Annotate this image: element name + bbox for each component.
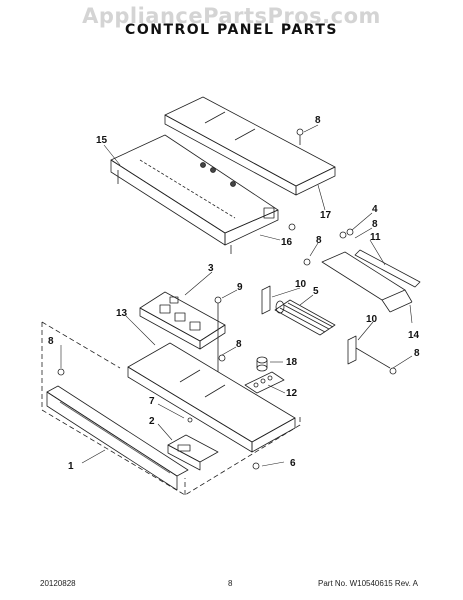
part-18-knob [256, 356, 268, 372]
part-17-top-cover [164, 96, 336, 196]
assembly-outline [41, 321, 301, 496]
callout-2: 2 [149, 416, 155, 427]
part-3-control-board [139, 291, 226, 350]
callout-8: 8 [48, 336, 54, 347]
callout-7: 7 [149, 396, 155, 407]
part-13-panel-base [127, 342, 296, 453]
callout-18: 18 [286, 357, 298, 368]
part-5-fan [274, 299, 336, 336]
callout-5: 5 [313, 286, 319, 297]
callout-17: 17 [320, 210, 332, 221]
part-10-bracket-upper [261, 285, 271, 315]
callout-11: 11 [370, 232, 381, 243]
part-15-16-panel-top [110, 134, 279, 254]
callout-8: 8 [315, 115, 321, 126]
part-11-rod [354, 249, 421, 288]
callout-15: 15 [96, 135, 108, 146]
part-10-bracket-lower [347, 335, 391, 369]
footer-date: 20120828 [40, 579, 76, 588]
page-title: CONTROL PANEL PARTS [125, 22, 338, 38]
callout-1: 1 [68, 461, 74, 472]
callout-labels: 15 8 17 4 8 8 16 11 3 9 10 5 13 8 8 18 1… [48, 115, 420, 472]
callout-13: 13 [116, 308, 128, 319]
callout-12: 12 [286, 388, 298, 399]
callout-10: 10 [366, 314, 378, 325]
callout-16: 16 [281, 237, 293, 248]
part-12-terminal-block [244, 371, 285, 394]
callout-10: 10 [295, 279, 307, 290]
callout-8: 8 [372, 219, 378, 230]
footer-part-number: Part No. W10540615 Rev. A [318, 579, 418, 588]
part-14-bracket [321, 251, 413, 313]
screw-8-top [288, 128, 354, 266]
callout-3: 3 [208, 263, 214, 274]
watermark-text: AppliancePartsPros.com [82, 4, 381, 28]
callout-9: 9 [237, 282, 243, 293]
callout-4: 4 [372, 204, 378, 215]
callout-8: 8 [414, 348, 420, 359]
callout-6: 6 [290, 458, 296, 469]
part-2-keypad-board [167, 434, 219, 471]
callout-8: 8 [316, 235, 322, 246]
callout-14: 14 [408, 330, 420, 341]
screws-lower [57, 354, 397, 470]
part-1-front-panel [46, 385, 189, 491]
callout-8: 8 [236, 339, 242, 350]
footer-page-number: 8 [228, 579, 233, 588]
